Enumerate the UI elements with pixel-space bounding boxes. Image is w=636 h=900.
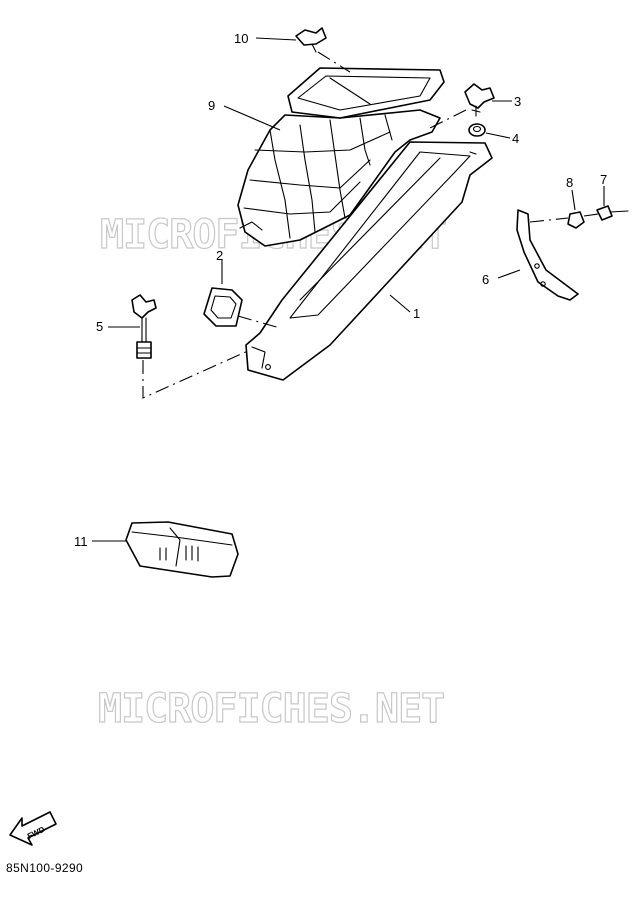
callout-3: 3 <box>514 94 521 109</box>
diagram-code: 85N100-9290 <box>6 861 83 875</box>
part-11-pad <box>125 521 239 578</box>
part-9-air-duct <box>237 67 445 247</box>
part-4-grommet <box>468 123 486 137</box>
callout-6: 6 <box>482 272 489 287</box>
part-7-screw <box>596 205 629 221</box>
part-5-bolt <box>131 294 157 359</box>
callout-1: 1 <box>413 306 420 321</box>
part-8-nut <box>567 211 585 229</box>
forward-arrow-icon: FWD <box>9 811 57 846</box>
callout-8: 8 <box>566 175 573 190</box>
callout-4: 4 <box>512 131 519 146</box>
callout-11: 11 <box>74 534 88 549</box>
part-1-bracket <box>245 141 493 381</box>
callout-2: 2 <box>216 248 223 263</box>
watermark-bottom: MICROFICHES.NET <box>98 686 444 732</box>
part-3-wing-bolt <box>464 83 495 117</box>
callout-10: 10 <box>234 31 248 46</box>
callout-7: 7 <box>600 172 607 187</box>
assembly-lines <box>142 51 599 399</box>
callout-5: 5 <box>96 319 103 334</box>
callout-9: 9 <box>208 98 215 113</box>
part-10-wing-bolt <box>295 27 327 53</box>
leader-lines <box>92 37 605 542</box>
part-6-bracket <box>516 209 579 301</box>
part-2-gasket <box>203 287 243 327</box>
